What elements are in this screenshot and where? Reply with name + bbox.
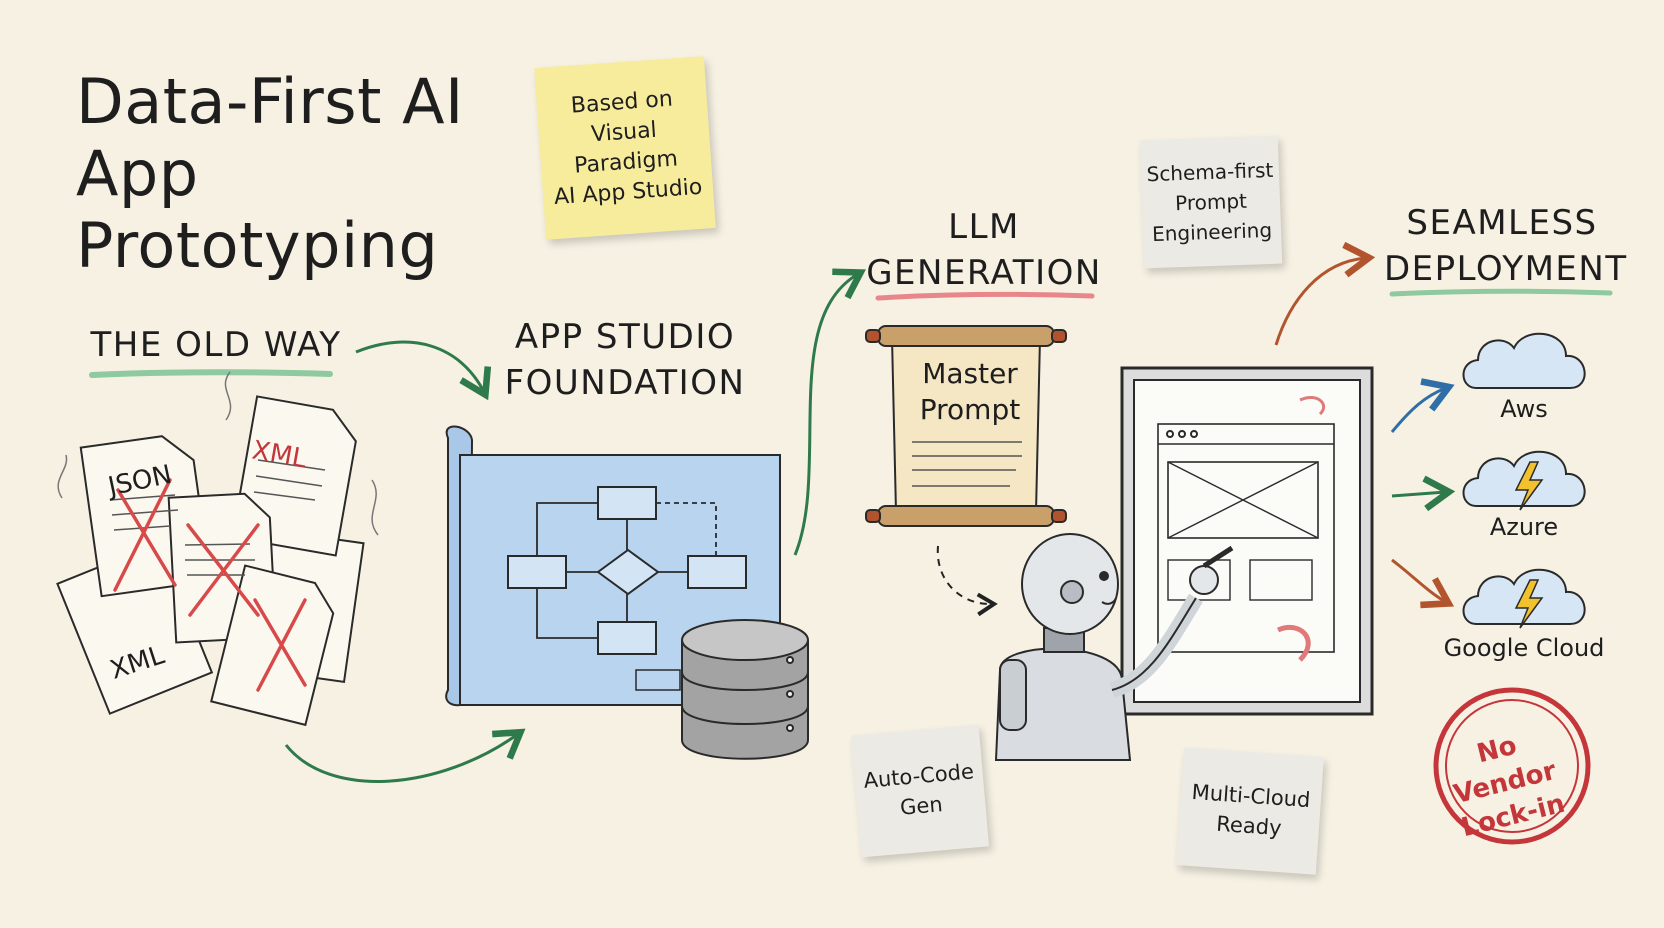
old-documents	[56, 371, 379, 727]
multi-cloud-line-1: Multi-Cloud	[1190, 779, 1312, 813]
master-prompt-line-2: Prompt	[919, 393, 1021, 426]
heading-foundation-line-2: FOUNDATION	[504, 363, 746, 403]
title-line-1: Data-First AI	[76, 65, 464, 138]
schema-note-line-2: Prompt	[1174, 188, 1248, 216]
cloud-label-aws: Aws	[1500, 395, 1548, 423]
auto-code-note: Auto-Code Gen	[850, 724, 990, 858]
scroll-icon	[865, 325, 1067, 527]
schema-note-line-1: Schema-first	[1146, 157, 1274, 187]
heading-deployment: SEAMLESS DEPLOYMENT	[1384, 200, 1628, 292]
lightning-icon	[1514, 579, 1544, 629]
auto-code-line-2: Gen	[899, 792, 944, 820]
lightning-icon	[1514, 461, 1544, 511]
heading-llm-line-1: LLM	[948, 207, 1020, 247]
heading-llm: LLM GENERATION	[866, 204, 1102, 296]
heading-foundation-line-1: APP STUDIO	[514, 317, 736, 357]
schema-note-line-3: Engineering	[1151, 217, 1273, 247]
stamp-icon	[1433, 687, 1591, 845]
title-line-2: App Prototyping	[76, 137, 439, 282]
arrow-to-azure	[1391, 475, 1456, 512]
schema-first-note: Schema-first Prompt Engineering	[1139, 135, 1283, 269]
page-title: Data-First AI App Prototyping	[76, 66, 516, 282]
arrow-scroll-to-robot	[936, 545, 998, 617]
master-prompt-label: Master Prompt	[905, 356, 1035, 428]
multi-cloud-line-2: Ready	[1215, 811, 1283, 841]
heading-foundation: APP STUDIO FOUNDATION	[500, 314, 750, 406]
deployment-underline	[1389, 288, 1613, 297]
arrow-bottom-return	[284, 728, 526, 783]
old-way-underline	[89, 369, 333, 378]
database-icon	[681, 619, 809, 760]
arrow-old-to-foundation	[355, 340, 492, 401]
source-sticky-note: Based on Visual Paradigm AI App Studio	[534, 56, 716, 240]
robot-icon	[994, 533, 1234, 761]
arrow-to-aws	[1390, 378, 1455, 433]
llm-underline	[875, 291, 1095, 301]
heading-old-way-text: THE OLD WAY	[90, 325, 342, 365]
arrow-foundation-to-llm	[793, 268, 866, 556]
heading-llm-line-2: GENERATION	[866, 253, 1102, 293]
cloud-label-azure: Azure	[1489, 513, 1559, 541]
cloud-icon-google	[1462, 568, 1586, 629]
heading-old-way: THE OLD WAY	[86, 322, 346, 368]
master-prompt-line-1: Master	[922, 357, 1018, 390]
cloud-icon-azure	[1462, 450, 1586, 511]
arrow-to-google	[1391, 558, 1455, 609]
cloud-label-google: Google Cloud	[1443, 634, 1605, 662]
cloud-icon-aws	[1462, 332, 1586, 389]
heading-deployment-line-2: DEPLOYMENT	[1384, 249, 1628, 289]
arrow-board-to-deployment	[1274, 241, 1376, 346]
heading-deployment-line-1: SEAMLESS	[1406, 203, 1598, 243]
multi-cloud-note: Multi-Cloud Ready	[1176, 747, 1324, 875]
auto-code-line-1: Auto-Code	[862, 759, 975, 793]
